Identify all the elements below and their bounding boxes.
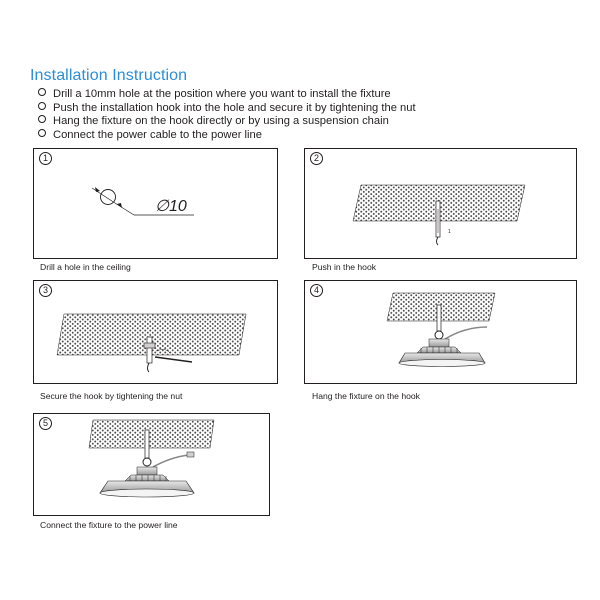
drill-hole-diagram [91, 187, 194, 216]
heading: Installation Instruction [30, 67, 188, 84]
circle-bullet-icon [38, 115, 46, 124]
step-3-caption: Secure the hook by tightening the nut [40, 391, 183, 401]
step-item: Hang the fixture on the hook directly or… [38, 115, 416, 129]
step-1-panel: 1 ∅10 [33, 148, 278, 259]
circle-bullet-icon [38, 88, 46, 96]
connect-power-diagram [88, 419, 215, 498]
part-mark: 1 [448, 229, 451, 235]
step-2-caption: Push in the hook [312, 262, 377, 272]
step-list: Drill a 10mm hole at the position where … [38, 88, 416, 142]
step-item: Drill a 10mm hole at the position where … [38, 88, 416, 102]
step-number-badge: 4 [310, 284, 323, 297]
step-text: Drill a 10mm hole at the position where … [53, 88, 391, 100]
hang-fixture-diagram [386, 292, 496, 367]
circle-bullet-icon [38, 128, 46, 137]
circle-bullet-icon [38, 101, 46, 110]
step-text: Connect the power cable to the power lin… [53, 128, 262, 141]
step-number-badge: 5 [39, 417, 52, 430]
step-5-panel: 5 [33, 413, 270, 516]
step-1-caption: Drill a hole in the ceiling [40, 262, 131, 272]
diameter-symbol: ∅ [155, 198, 169, 215]
step-4-panel: 4 [304, 280, 577, 384]
step-4-caption: Hang the fixture on the hook [312, 391, 420, 401]
step-2-panel: 2 1 [304, 148, 577, 259]
step-number-badge: 2 [310, 152, 323, 165]
step-item: Connect the power cable to the power lin… [38, 128, 416, 143]
step-5-caption: Connect the fixture to the power line [40, 520, 178, 530]
push-hook-diagram [352, 184, 526, 246]
step-text: Hang the fixture on the hook directly or… [53, 115, 389, 128]
step-item: Push the installation hook into the hole… [38, 101, 416, 116]
step-number-badge: 3 [39, 284, 52, 297]
step-number-badge: 1 [39, 152, 52, 165]
step-3-panel: 3 [33, 280, 278, 384]
hole-diameter-label: ∅10 [155, 196, 187, 216]
step-text: Push the installation hook into the hole… [53, 101, 416, 114]
tighten-nut-diagram [56, 313, 247, 373]
hole-diameter-value: 10 [168, 198, 187, 215]
